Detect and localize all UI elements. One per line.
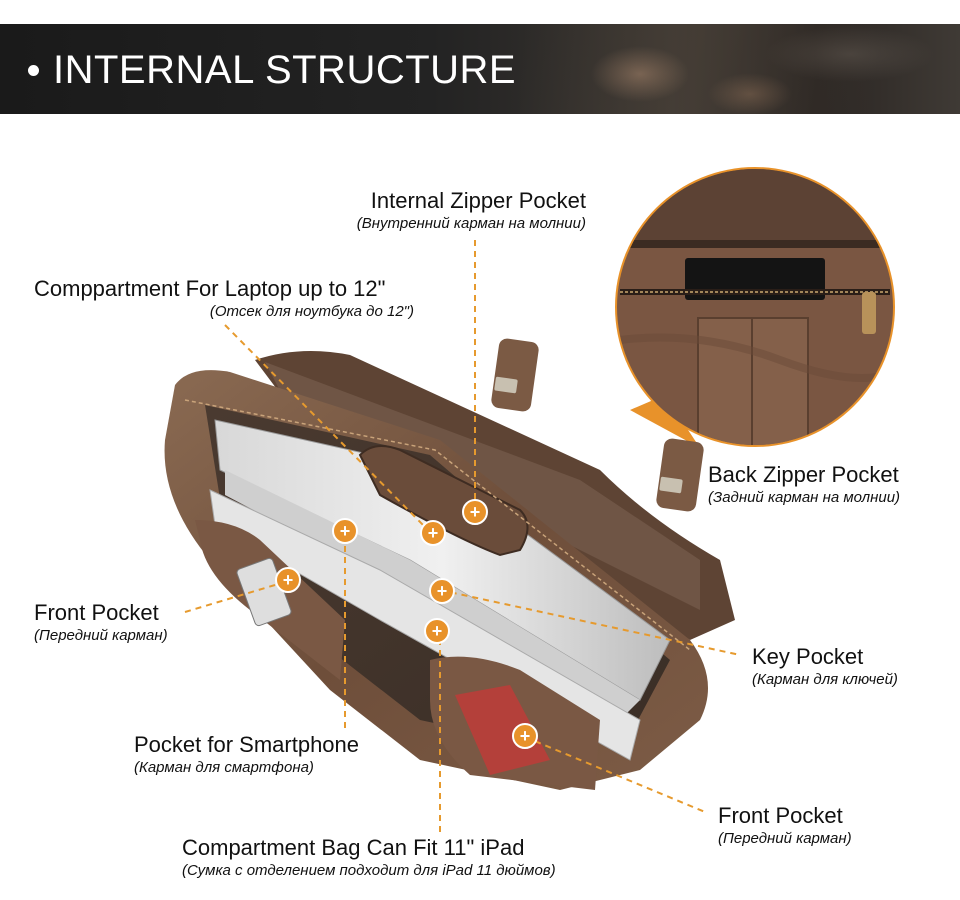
label-smartphone: Pocket for Smartphone (Карман для смартф… — [134, 732, 359, 778]
svg-text:+: + — [470, 502, 481, 522]
bag-body — [164, 338, 735, 790]
label-key-pocket-en: Key Pocket — [752, 644, 864, 669]
label-back-zipper-ru: (Задний карман на молнии) — [708, 489, 901, 506]
label-front-pocket-right: Front Pocket (Передний карман) — [718, 803, 852, 849]
marker-laptop[interactable]: + — [420, 520, 446, 546]
marker-front-pocket-left[interactable]: + — [275, 567, 301, 593]
label-front-pocket-right-en: Front Pocket — [718, 803, 843, 828]
svg-text:+: + — [340, 521, 351, 541]
zoom-detail — [615, 167, 895, 447]
svg-text:+: + — [520, 726, 531, 746]
label-front-pocket-right-ru: (Передний карман) — [718, 830, 852, 847]
label-ipad: Compartment Bag Can Fit 11" iPad (Сумка … — [182, 835, 556, 881]
label-back-zipper: Back Zipper Pocket (Задний карман на мол… — [708, 462, 900, 508]
label-ipad-ru: (Сумка с отделением подходит для iPad 11… — [182, 862, 556, 879]
zoom-pointer — [630, 395, 700, 448]
page-title-text: INTERNAL STRUCTURE — [53, 48, 517, 92]
svg-text:+: + — [283, 570, 294, 590]
label-key-pocket-ru: (Карман для ключей) — [752, 671, 898, 688]
label-back-zipper-en: Back Zipper Pocket — [708, 462, 899, 487]
marker-key-pocket[interactable]: + — [429, 578, 455, 604]
label-front-pocket-left-en: Front Pocket — [34, 600, 159, 625]
label-internal-zipper-ru: (Внутренний карман на молнии) — [356, 215, 586, 232]
marker-internal-zipper[interactable]: + — [462, 499, 488, 525]
svg-text:+: + — [437, 581, 448, 601]
banner-photo — [520, 24, 960, 114]
label-laptop-en: Comppartment For Laptop up to 12" — [34, 276, 386, 301]
label-internal-zipper: Internal Zipper Pocket (Внутренний карма… — [300, 188, 586, 234]
marker-front-pocket-right[interactable]: + — [512, 723, 538, 749]
label-internal-zipper-en: Internal Zipper Pocket — [370, 188, 586, 213]
page-title: INTERNAL STRUCTURE — [28, 48, 516, 92]
label-laptop: Comppartment For Laptop up to 12" (Отсек… — [34, 276, 414, 322]
label-key-pocket: Key Pocket (Карман для ключей) — [752, 644, 898, 690]
label-front-pocket-left: Front Pocket (Передний карман) — [34, 600, 168, 646]
svg-text:+: + — [428, 523, 439, 543]
header-banner: INTERNAL STRUCTURE — [0, 24, 960, 114]
label-smartphone-ru: (Карман для смартфона) — [134, 759, 314, 776]
label-smartphone-en: Pocket for Smartphone — [134, 732, 360, 757]
marker-smartphone[interactable]: + — [332, 518, 358, 544]
bullet-icon — [28, 64, 39, 76]
svg-text:+: + — [432, 621, 443, 641]
label-laptop-ru: (Отсек для ноутбука до 12") — [209, 303, 414, 320]
leader-lines — [184, 240, 741, 832]
label-front-pocket-left-ru: (Передний карман) — [34, 627, 168, 644]
label-ipad-en: Compartment Bag Can Fit 11" iPad — [182, 835, 525, 860]
marker-ipad[interactable]: + — [424, 618, 450, 644]
